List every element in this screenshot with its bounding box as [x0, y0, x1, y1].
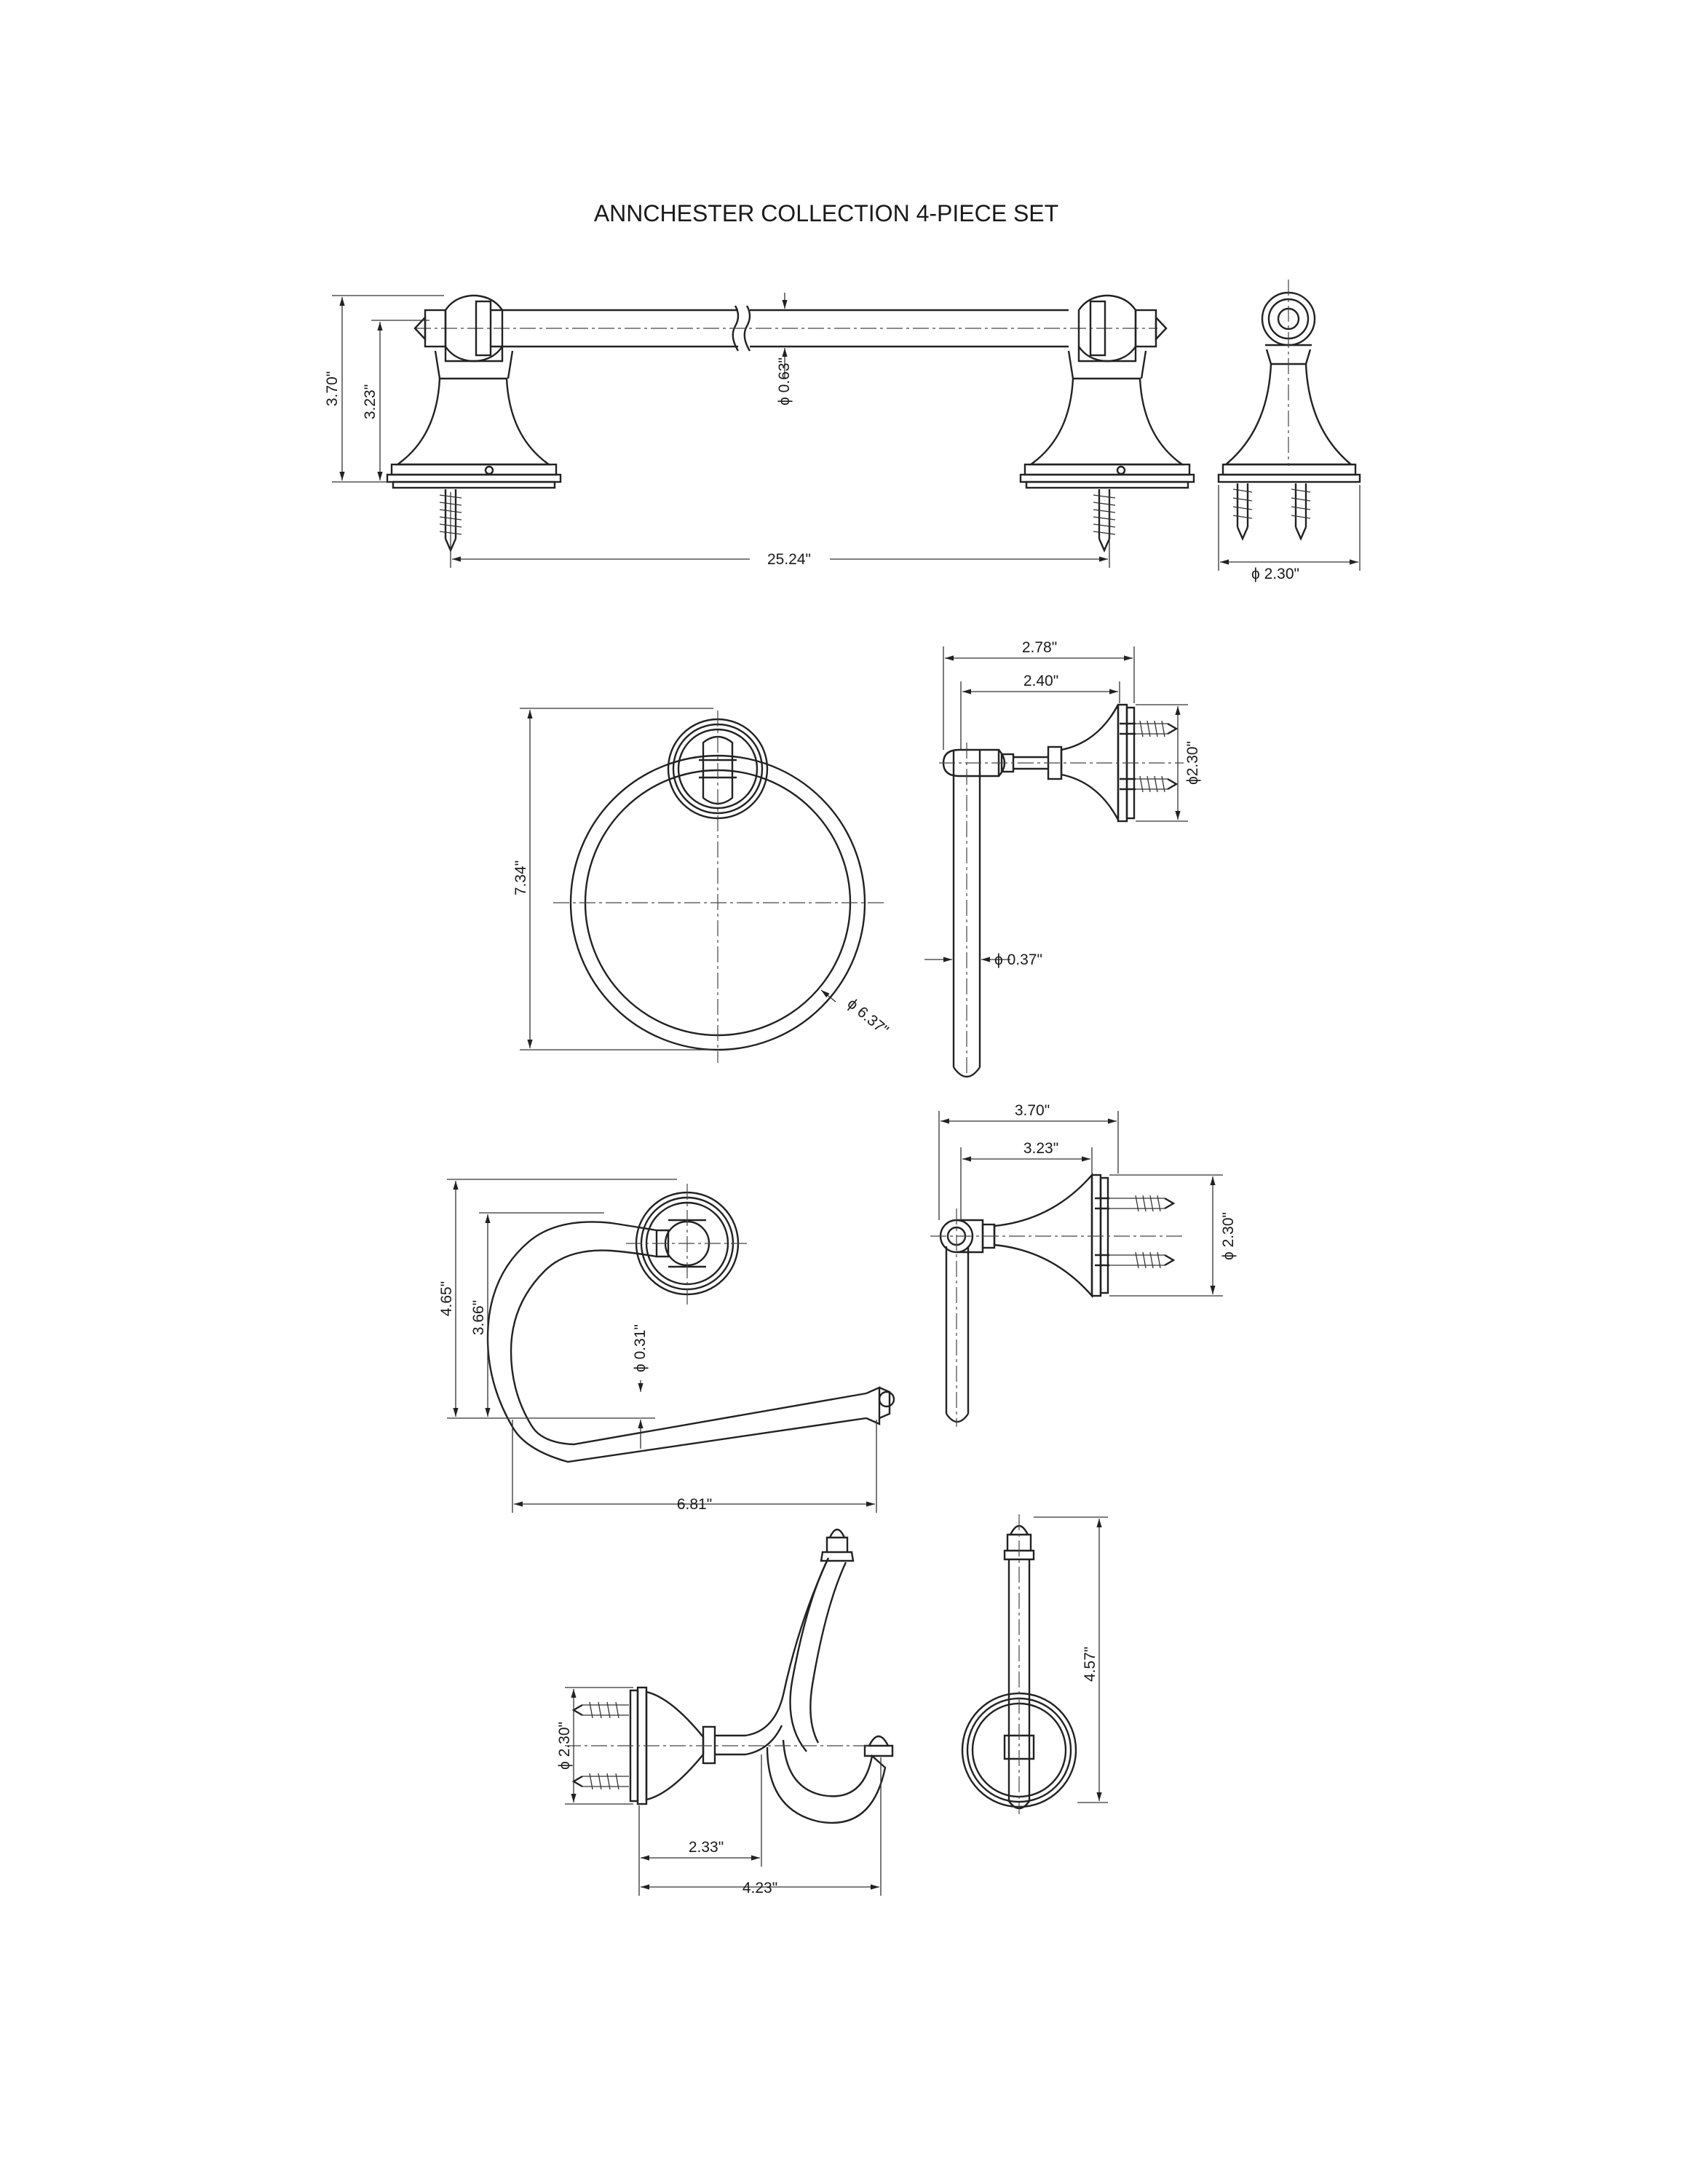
dim-towel-bar-base-diameter: ϕ 2.30"	[1251, 566, 1299, 582]
towel-bar-dimensions: 3.70" 3.23" ϕ 0.63" 25.24"	[324, 293, 1110, 568]
paper-holder-dimensions: 4.65" 3.66" ϕ 0.31" 6.81"	[438, 1179, 877, 1513]
dim-towel-ring-height: 7.34"	[512, 860, 529, 895]
dim-paper-holder-projection-post: 3.23"	[1023, 1140, 1058, 1157]
robe-hook-dimensions: ϕ 2.30" 2.33" 4.23"	[556, 1687, 882, 1896]
dim-towel-ring-projection-overall: 2.78"	[1022, 639, 1057, 656]
towel-ring-front-view	[553, 711, 887, 1063]
dim-towel-ring-base-diameter: ϕ2.30"	[1184, 741, 1201, 785]
dim-towel-bar-diameter: ϕ 0.63"	[776, 357, 793, 405]
dim-towel-bar-height-overall: 3.70"	[324, 371, 341, 406]
dim-robe-hook-projection-lower: 2.33"	[689, 1839, 724, 1856]
dim-robe-hook-height: 4.57"	[1082, 1647, 1098, 1682]
dim-paper-holder-rod-diameter: ϕ 0.31"	[632, 1324, 649, 1372]
dim-paper-holder-height-arm: 3.66"	[470, 1300, 487, 1335]
dim-robe-hook-projection-overall: 4.23"	[742, 1880, 777, 1896]
dim-towel-ring-diameter: ϕ 6.37"	[844, 995, 892, 1039]
paper-holder-side-dimensions: 3.70" 3.23" ϕ 2.30"	[938, 1102, 1237, 1297]
towel-bar-front-view	[386, 294, 1195, 553]
robe-hook-front-view	[961, 1514, 1077, 1814]
dim-towel-bar-length: 25.24"	[767, 551, 811, 568]
towel-ring-side-view	[939, 703, 1184, 1078]
towel-ring-side-dimensions: 2.78" 2.40" ϕ2.30" ϕ 0.37"	[924, 639, 1201, 968]
dim-paper-holder-projection-overall: 3.70"	[1015, 1102, 1050, 1119]
dim-paper-holder-base-diameter: ϕ 2.30"	[1220, 1212, 1237, 1260]
robe-hook-side-view	[565, 1528, 894, 1824]
paper-holder-front-view	[486, 1184, 895, 1463]
dim-towel-ring-rod-diameter: ϕ 0.37"	[994, 951, 1042, 968]
paper-holder-side-view	[930, 1172, 1182, 1427]
towel-bar-side-view: ϕ 2.30"	[1217, 280, 1361, 582]
dim-towel-bar-height-bracket: 3.23"	[362, 384, 379, 419]
dim-towel-ring-projection-post: 2.40"	[1023, 673, 1058, 689]
sheet-title: ANNCHESTER COLLECTION 4-PIECE SET	[594, 200, 1058, 226]
dim-robe-hook-base-diameter: ϕ 2.30"	[556, 1722, 573, 1770]
dim-paper-holder-height-overall: 4.65"	[438, 1281, 455, 1316]
dim-paper-holder-width: 6.81"	[677, 1496, 712, 1513]
robe-hook-front-dimensions: 4.57"	[1034, 1516, 1108, 1803]
